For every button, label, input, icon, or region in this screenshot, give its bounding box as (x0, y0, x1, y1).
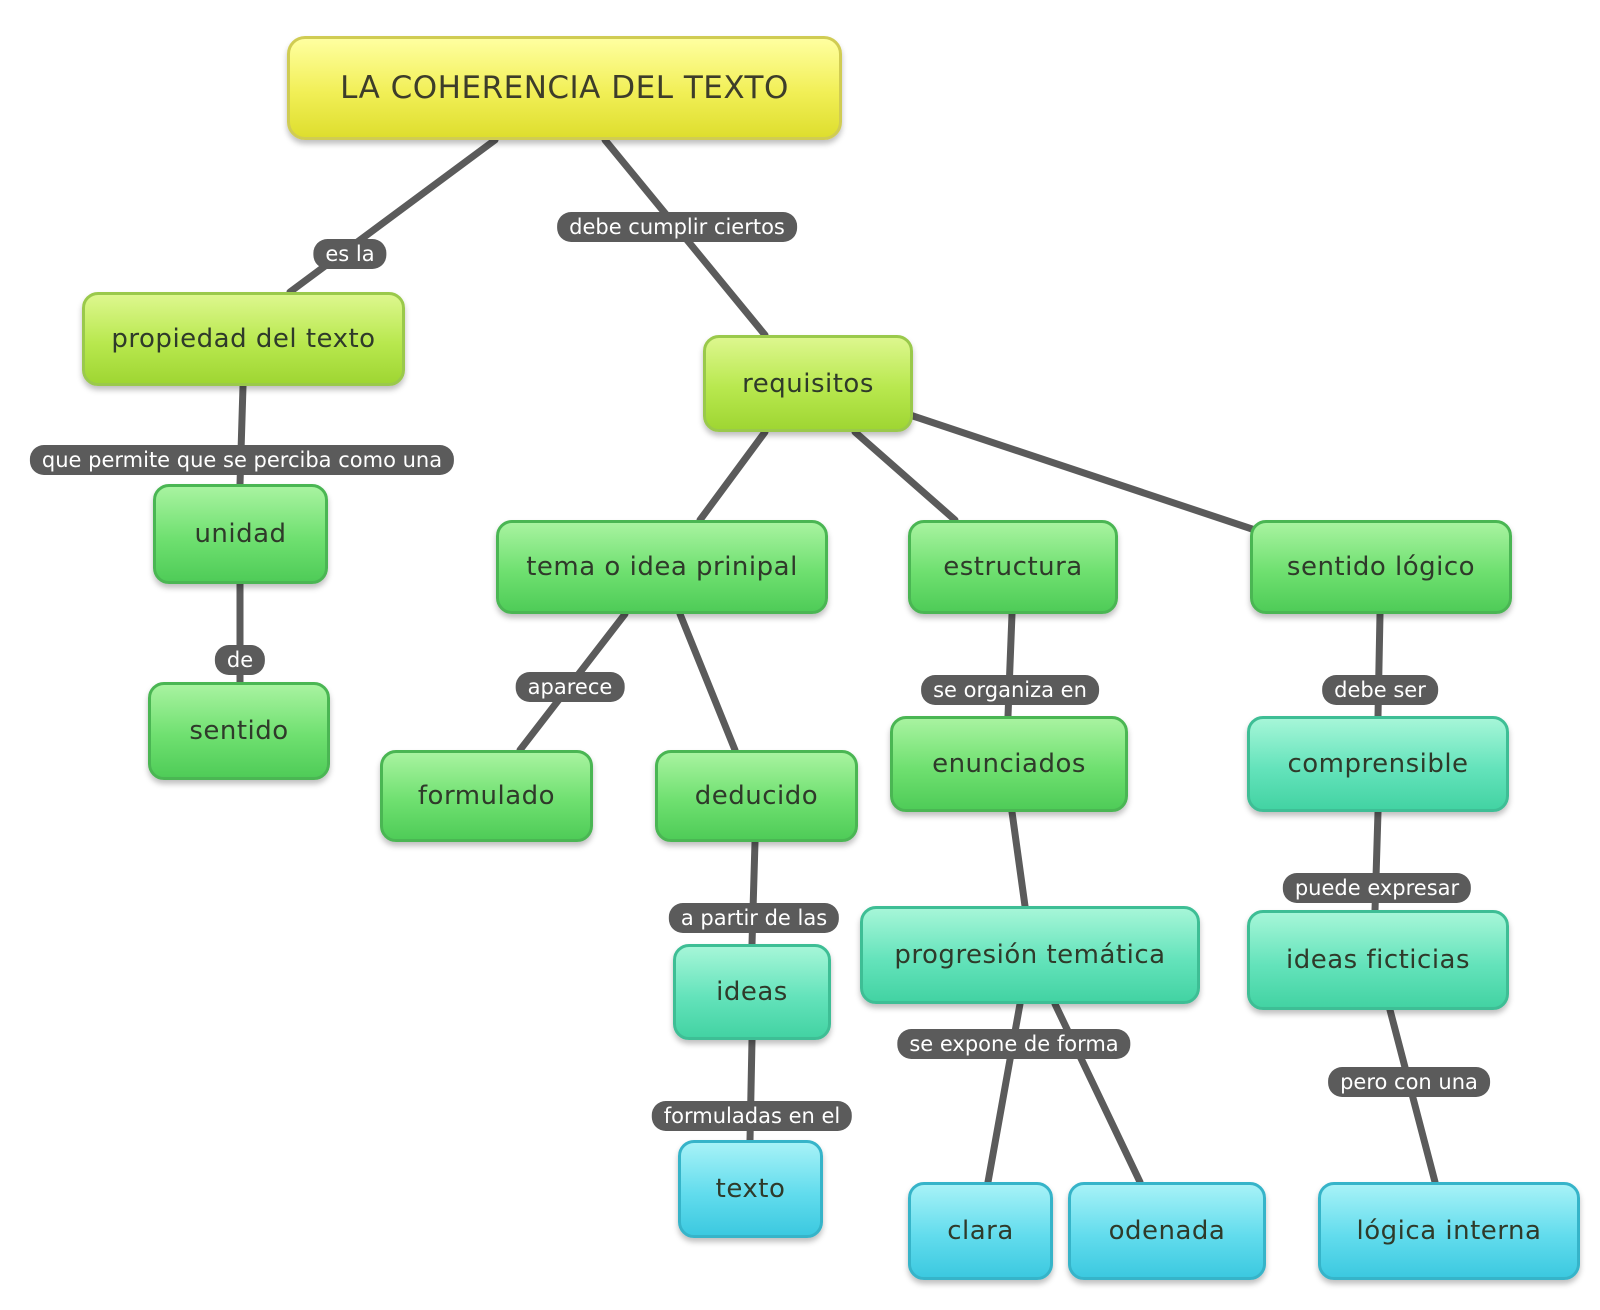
edge-root-propiedad (286, 136, 499, 296)
edge-requisitos-sentido-logico (906, 411, 1259, 534)
node-unidad[interactable]: unidad (153, 484, 328, 584)
node-enunciados[interactable]: enunciados (890, 716, 1128, 812)
node-propiedad-del-texto[interactable]: propiedad del texto (82, 292, 405, 386)
edge-enunciados-progresion (1008, 808, 1029, 910)
node-sentido[interactable]: sentido (148, 682, 330, 780)
link-label-formuladas-en-el: formuladas en el (651, 1101, 853, 1131)
link-label-que-permite: que permite que se perciba como una (29, 445, 455, 475)
node-comprensible[interactable]: comprensible (1247, 716, 1509, 812)
node-progresion-tematica[interactable]: progresión temática (860, 906, 1200, 1004)
link-label-pero-con-una: pero con una (1328, 1067, 1490, 1097)
node-clara[interactable]: clara (908, 1182, 1053, 1280)
edge-requisitos-estructura (851, 428, 959, 524)
node-ideas-ficticias[interactable]: ideas ficticias (1247, 910, 1509, 1010)
link-label-se-expone-de-forma: se expone de forma (897, 1029, 1131, 1059)
link-label-se-organiza-en: se organiza en (921, 675, 1099, 705)
node-odenada[interactable]: odenada (1068, 1182, 1266, 1280)
link-label-debe-cumplir-ciertos: debe cumplir ciertos (557, 212, 797, 242)
edge-requisitos-tema (696, 428, 769, 524)
node-texto[interactable]: texto (678, 1140, 823, 1238)
link-label-puede-expresar: puede expresar (1282, 873, 1472, 903)
node-logica-interna[interactable]: lógica interna (1318, 1182, 1580, 1280)
node-formulado[interactable]: formulado (380, 750, 593, 842)
node-la-coherencia-del-texto[interactable]: LA COHERENCIA DEL TEXTO (287, 36, 842, 140)
link-label-de: de (214, 645, 266, 675)
node-ideas[interactable]: ideas (673, 944, 831, 1040)
link-label-es-la: es la (313, 239, 387, 269)
link-label-aparece: aparece (515, 672, 625, 702)
node-requisitos[interactable]: requisitos (703, 335, 913, 432)
edge-tema-deducido (676, 610, 739, 754)
node-tema-o-idea-prinipal[interactable]: tema o idea prinipal (496, 520, 828, 614)
node-deducido[interactable]: deducido (655, 750, 858, 842)
link-label-a-partir-de-las: a partir de las (668, 903, 840, 933)
node-estructura[interactable]: estructura (908, 520, 1118, 614)
link-label-debe-ser: debe ser (1322, 675, 1438, 705)
node-sentido-logico[interactable]: sentido lógico (1250, 520, 1512, 614)
